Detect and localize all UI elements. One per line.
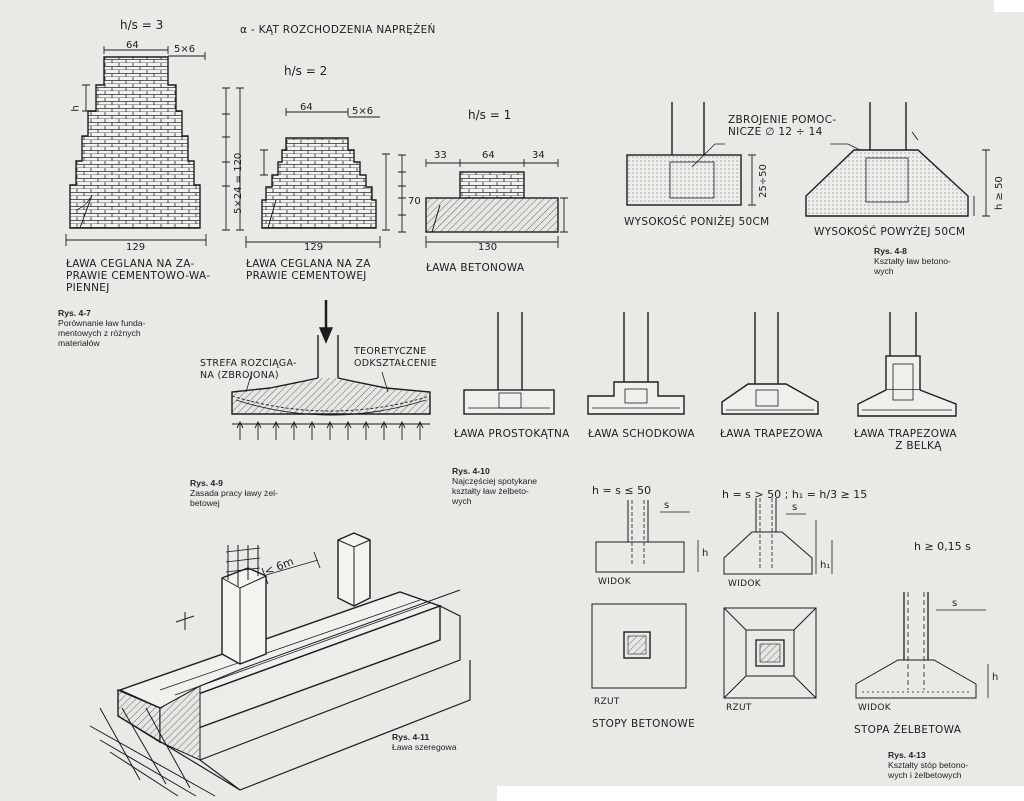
label-rzut-1: RZUT (594, 697, 620, 707)
label-lawa-trapezowa: ŁAWA TRAPEZOWA (720, 428, 823, 440)
caption-rys-4-11: Rys. 4-11 Ława szeregowa (392, 732, 457, 752)
blank-corner (994, 0, 1024, 12)
soil-pressure-arrows (236, 420, 424, 440)
ratio-h-s-3: h/s = 3 (120, 18, 164, 32)
dim-34: 34 (532, 150, 545, 161)
pad-footing-2-plan (723, 607, 817, 699)
rc-footing-principle (231, 300, 431, 425)
dim-h-ge-50: h ≥ 50 (994, 176, 1005, 210)
dim-h-1: h (702, 548, 709, 559)
label-lawa-schodkowa: ŁAWA SCHODKOWA (588, 428, 695, 440)
concrete-footing-above-50 (805, 102, 990, 217)
label-stopy-betonowe: STOPY BETONOWE (592, 718, 696, 730)
ratio-h-s-1: h/s = 1 (468, 108, 512, 122)
label-lawa-ceglana-wapienna: ŁAWA CEGLANA NA ZA- PRAWIE CEMENTOWO-WA-… (66, 258, 211, 294)
rc-footing-trapezoidal (721, 312, 819, 415)
label-teoretyczne-odksztalcenie: TEORETYCZNE ODKSZTAŁCENIE (354, 346, 437, 369)
label-widok-2: WIDOK (728, 579, 761, 589)
strip-footing-3d (89, 532, 471, 797)
caption-rys-4-7: Rys. 4-7 Porównanie ław funda- mentowych… (58, 308, 146, 348)
dim-25-50: 25÷50 (758, 164, 769, 198)
dim-64-b: 64 (300, 102, 313, 113)
condition-h-s-gt-50: h = s > 50 ; h₁ = h/3 ≥ 15 (722, 488, 868, 501)
dim-64-a: 64 (126, 40, 139, 51)
condition-h-s-le-50: h = s ≤ 50 (592, 484, 652, 497)
dim-h1: h₁ (820, 560, 831, 571)
label-stopa-zelbetowa: STOPA ŻELBETOWA (854, 724, 962, 736)
concrete-footing-below-50 (626, 102, 756, 206)
rc-footing-stepped (587, 312, 685, 415)
label-lawa-betonowa: ŁAWA BETONOWA (426, 262, 525, 274)
caption-rys-4-10: Rys. 4-10 Najczęściej spotykane kształty… (452, 466, 538, 506)
dim-s-1: s (664, 500, 670, 511)
pad-footing-2-elevation (723, 498, 833, 575)
label-wysokosc-ponizej: WYSOKOŚĆ PONIŻEJ 50cm (624, 216, 770, 228)
label-zbrojenie: ZBROJENIE POMOC- NICZE ∅ 12 ÷ 14 (728, 114, 837, 138)
dim-70: 70 (408, 196, 421, 207)
dim-129-a: 129 (126, 242, 146, 253)
blank-margin (497, 786, 1024, 801)
pad-footing-1-plan (591, 603, 687, 689)
dim-h-a: h (70, 105, 82, 112)
condition-h-ge-015s: h ≥ 0,15 s (914, 540, 971, 553)
dim-s-2: s (792, 502, 798, 513)
label-widok-1: WIDOK (598, 577, 631, 587)
dim-5x6-a: 5×6 (174, 44, 196, 55)
label-lawa-trapezowa-belka: ŁAWA TRAPEZOWA Z BELKĄ (854, 428, 957, 452)
alpha-angle-legend: α - KĄT ROZCHODZENIA NAPRĘŻEŃ (240, 24, 436, 36)
rc-footing-trapezoidal-beam (857, 312, 957, 417)
rc-footing-rectangular (463, 312, 555, 415)
ratio-h-s-2: h/s = 2 (284, 64, 328, 78)
concrete-footing-betonowa (398, 154, 568, 248)
caption-rys-4-8: Rys. 4-8 Kształty ław betono- wych (874, 246, 951, 276)
brick-footing-1 (65, 46, 244, 246)
label-lawa-prostokatna: ŁAWA PROSTOKĄTNA (454, 428, 570, 440)
label-wysokosc-powyzej: WYSOKOŚĆ POWYŻEJ 50cm (814, 226, 966, 238)
caption-rys-4-13: Rys. 4-13 Kształty stóp betono- wych i ż… (888, 750, 969, 780)
dim-130: 130 (478, 242, 498, 253)
label-strefa-rozciagana: STREFA ROZCIĄGA- NA (ZBROJONA) (200, 358, 297, 381)
label-rzut-2: RZUT (726, 703, 752, 713)
dim-5x6-b: 5×6 (352, 106, 374, 117)
caption-rys-4-9: Rys. 4-9 Zasada pracy ławy żel- betowej (190, 478, 278, 508)
label-lawa-ceglana-cementowej: ŁAWA CEGLANA NA ZA PRAWIE CEMENTOWEJ (246, 258, 371, 282)
rc-pad-footing-elevation (855, 592, 989, 699)
dim-64-c: 64 (482, 150, 495, 161)
dim-5x24-120: 5×24 = 120 (233, 152, 244, 214)
label-widok-3: WIDOK (858, 703, 891, 713)
dim-33: 33 (434, 150, 447, 161)
dim-s-3: s (952, 598, 958, 609)
dim-129-b: 129 (304, 242, 324, 253)
brick-footing-2 (245, 108, 390, 248)
dim-h-3: h (992, 672, 999, 683)
pad-footing-1-elevation (595, 500, 699, 573)
